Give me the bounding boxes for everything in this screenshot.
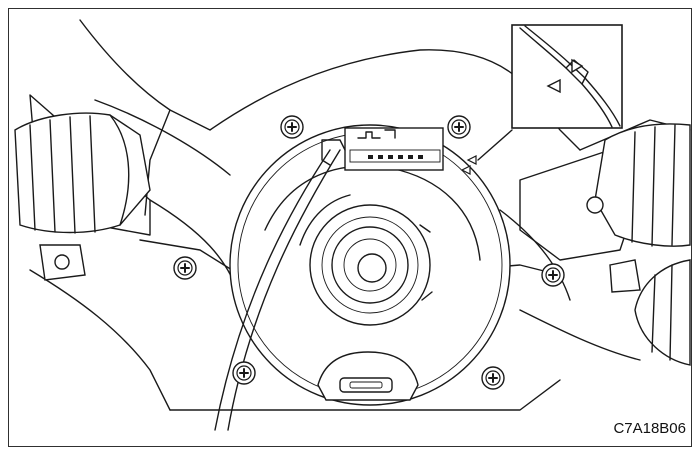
phillips-screw-icon (280, 115, 304, 139)
clock-spring (229, 124, 511, 406)
detail-inset (511, 24, 623, 129)
alignment-marks (460, 155, 477, 175)
wire-harness (214, 149, 331, 431)
figure-code: C7A18B06 (613, 420, 686, 437)
phillips-screw-icon (541, 263, 565, 287)
figure-border (8, 8, 692, 447)
left-switch-stalk (14, 112, 151, 281)
phillips-screw-icon (481, 366, 505, 390)
detail-leader-line (477, 129, 513, 161)
right-switch-stalk (586, 123, 691, 366)
lower-latch (317, 351, 419, 401)
phillips-screw-icon (232, 361, 256, 385)
triangle-marker-icon (546, 78, 561, 94)
phillips-screw-icon (447, 115, 471, 139)
clock-spring-connector (321, 127, 444, 171)
phillips-screw-icon (173, 256, 197, 280)
clock-spring-hub (357, 253, 387, 283)
